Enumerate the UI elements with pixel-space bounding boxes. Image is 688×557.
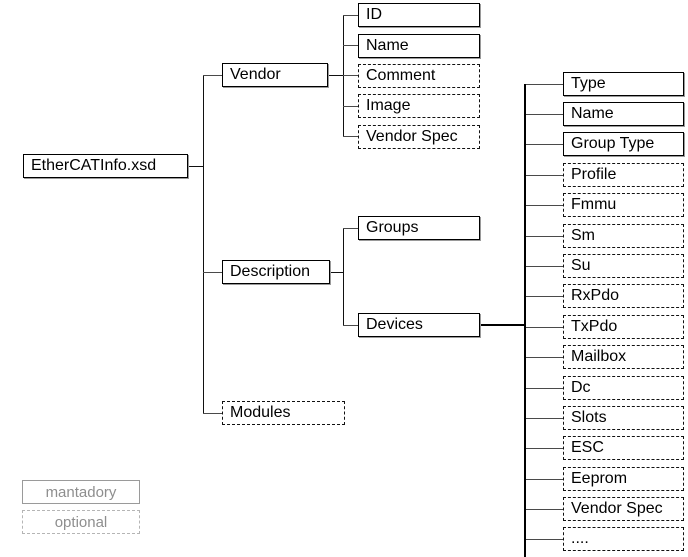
- legend-optional: optional: [22, 510, 140, 534]
- node-label: Dc: [571, 379, 591, 396]
- node-label: Name: [571, 105, 614, 122]
- connector-devices-to-dc: [526, 388, 564, 389]
- node-device-txpdo[interactable]: TxPdo: [563, 315, 684, 339]
- node-vendor-id[interactable]: ID: [358, 3, 480, 27]
- node-ethercatinfo-xsd[interactable]: EtherCATInfo.xsd: [23, 154, 188, 178]
- node-vendor[interactable]: Vendor: [222, 63, 328, 87]
- legend-mandatory: mantadory: [22, 480, 140, 504]
- connector-devices-to-grouptype: [526, 144, 564, 145]
- node-label: Vendor: [230, 66, 281, 83]
- connector-devices-to-sm: [526, 236, 564, 237]
- connector-description-trunk: [343, 228, 344, 326]
- connector-vendor-to-name: [343, 45, 359, 46]
- node-label: TxPdo: [571, 318, 618, 335]
- connector-vendor-to-comment: [343, 75, 359, 76]
- node-label: Mailbox: [571, 348, 627, 365]
- node-label: ....: [571, 530, 589, 547]
- connector-root-stub: [188, 166, 204, 167]
- node-vendor-name[interactable]: Name: [358, 34, 480, 58]
- connector-trunk-to-description: [203, 272, 223, 273]
- node-vendor-image[interactable]: Image: [358, 94, 480, 118]
- node-label: Name: [366, 37, 409, 54]
- node-label: Sm: [571, 227, 595, 244]
- node-label: Image: [366, 97, 411, 114]
- connector-level1-trunk: [203, 75, 204, 414]
- connector-trunk-to-vendor: [203, 75, 223, 76]
- node-label: Type: [571, 75, 606, 92]
- legend-label: optional: [54, 513, 108, 531]
- legend-label: mantadory: [45, 483, 117, 501]
- connector-vendor-to-image: [343, 106, 359, 107]
- node-label: Fmmu: [571, 196, 617, 213]
- node-device-su[interactable]: Su: [563, 254, 684, 278]
- node-label: RxPdo: [571, 287, 620, 304]
- connector-vendor-to-vendorspec: [343, 136, 359, 137]
- connector-devices-to-slots: [526, 418, 564, 419]
- node-vendor-vendor-spec[interactable]: Vendor Spec: [358, 125, 480, 149]
- node-device-slots[interactable]: Slots: [563, 406, 684, 430]
- node-label: Description: [230, 263, 311, 280]
- connector-devices-to-name: [526, 114, 564, 115]
- connector-devices-to-mailbox: [526, 357, 564, 358]
- node-device-name[interactable]: Name: [563, 102, 684, 126]
- node-device-more[interactable]: ....: [563, 527, 684, 551]
- node-device-fmmu[interactable]: Fmmu: [563, 193, 684, 217]
- connector-description-to-devices: [343, 325, 359, 326]
- node-device-eeprom[interactable]: Eeprom: [563, 467, 684, 491]
- node-device-esc[interactable]: ESC: [563, 436, 684, 460]
- node-label: Vendor Spec: [366, 128, 458, 145]
- node-label: Devices: [366, 316, 423, 333]
- node-device-group-type[interactable]: Group Type: [563, 132, 684, 156]
- node-device-type[interactable]: Type: [563, 72, 684, 96]
- node-label: Profile: [571, 166, 617, 183]
- node-groups[interactable]: Groups: [358, 216, 480, 240]
- connector-devices-to-profile: [526, 175, 564, 176]
- connector-description-stub: [330, 272, 344, 273]
- node-label: ESC: [571, 439, 604, 456]
- connector-devices-to-type: [526, 84, 564, 85]
- node-modules[interactable]: Modules: [222, 401, 345, 425]
- connector-devices-to-eeprom: [526, 479, 564, 480]
- connector-vendor-stub: [328, 75, 344, 76]
- connector-devices-to-txpdo: [526, 327, 564, 328]
- node-label: Groups: [366, 219, 419, 236]
- connector-devices-to-su: [526, 266, 564, 267]
- connector-description-to-groups: [343, 228, 359, 229]
- node-label: Slots: [571, 409, 607, 426]
- node-label: Eeprom: [571, 470, 628, 487]
- node-description[interactable]: Description: [222, 260, 330, 284]
- node-label: EtherCATInfo.xsd: [31, 157, 157, 174]
- node-device-vendor-spec[interactable]: Vendor Spec: [563, 497, 684, 521]
- node-label: Comment: [366, 67, 436, 84]
- connector-vendor-to-id: [343, 15, 359, 16]
- connector-devices-to-rxpdo: [526, 296, 564, 297]
- connector-devices-to-vendorspec: [526, 509, 564, 510]
- node-devices[interactable]: Devices: [358, 313, 480, 337]
- connector-devices-trunk: [524, 84, 526, 557]
- node-device-rxpdo[interactable]: RxPdo: [563, 284, 684, 308]
- node-label: Vendor Spec: [571, 500, 663, 517]
- node-label: Su: [571, 257, 591, 274]
- node-label: Modules: [230, 404, 291, 421]
- connector-devices-to-more: [526, 539, 564, 540]
- node-device-mailbox[interactable]: Mailbox: [563, 345, 684, 369]
- node-label: ID: [366, 6, 382, 23]
- node-device-dc[interactable]: Dc: [563, 376, 684, 400]
- node-device-sm[interactable]: Sm: [563, 224, 684, 248]
- connector-devices-to-esc: [526, 448, 564, 449]
- node-label: Group Type: [571, 135, 655, 152]
- connector-devices-to-fmmu: [526, 205, 564, 206]
- node-device-profile[interactable]: Profile: [563, 163, 684, 187]
- connector-devices-stub: [479, 324, 525, 326]
- connector-trunk-to-modules: [203, 413, 223, 414]
- node-vendor-comment[interactable]: Comment: [358, 64, 480, 88]
